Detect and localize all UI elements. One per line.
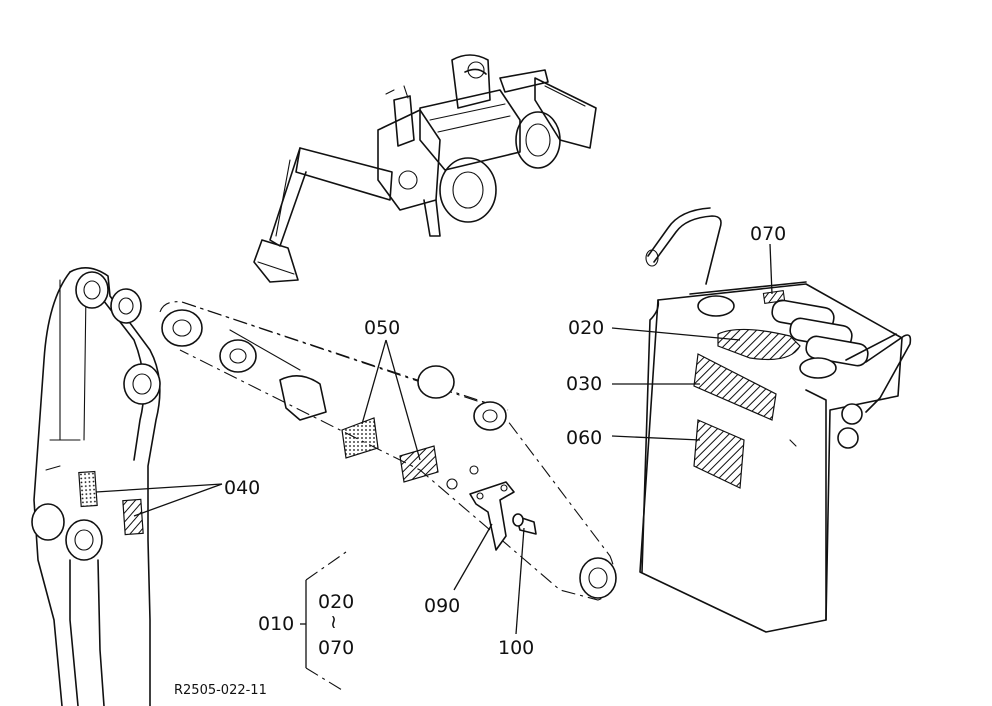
label-020: 020 (568, 317, 604, 339)
tractor-overview (253, 54, 597, 283)
drawing-code: R2505-022-11 (174, 683, 267, 698)
label-030: 030 (566, 373, 602, 395)
range-from: 020 (318, 591, 354, 613)
range-to: 070 (318, 637, 354, 659)
label-100: 100 (498, 637, 534, 659)
label-060: 060 (566, 427, 602, 449)
bolt-100 (512, 513, 537, 535)
decal-070 (762, 290, 786, 304)
decal-040-a (78, 470, 98, 508)
decal-050-b (399, 445, 439, 483)
backhoe-boom (31, 267, 161, 706)
decal-040-b (122, 498, 144, 536)
label-070: 070 (750, 223, 786, 245)
decal-050-a (341, 417, 379, 459)
range-separator: ≀ (330, 611, 337, 633)
label-050: 050 (364, 317, 400, 339)
control-box (639, 207, 912, 633)
sensor-bracket-090 (469, 481, 515, 551)
label-090: 090 (424, 595, 460, 617)
label-040: 040 (224, 477, 260, 499)
decal-030 (693, 353, 777, 421)
leader-lines (95, 243, 773, 691)
decal-060 (693, 419, 745, 489)
decal-020 (717, 328, 801, 361)
label-010: 010 (258, 613, 294, 635)
backhoe-arm (159, 301, 617, 601)
